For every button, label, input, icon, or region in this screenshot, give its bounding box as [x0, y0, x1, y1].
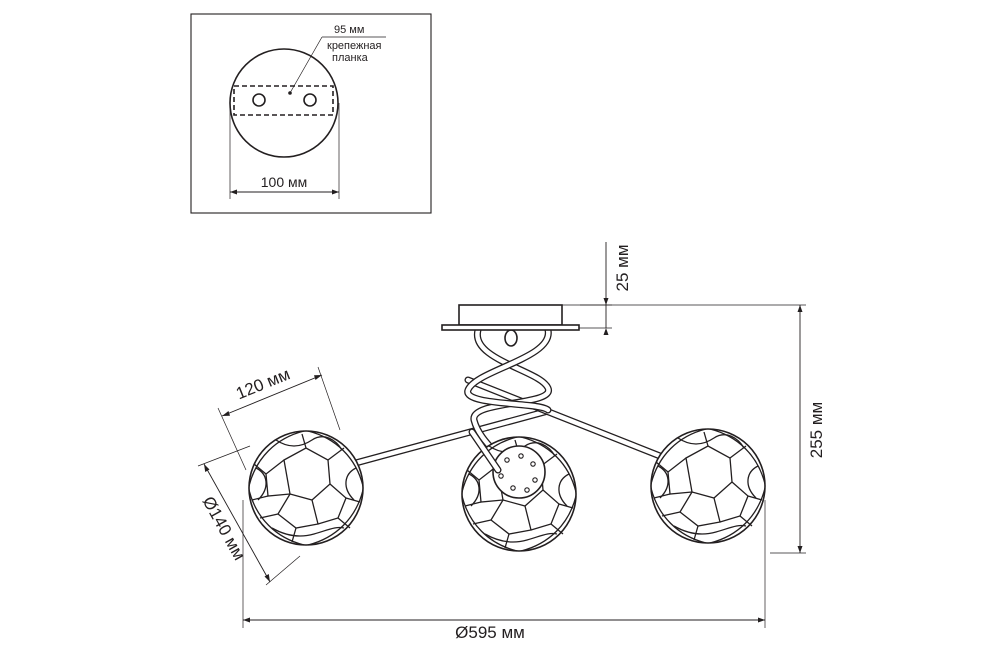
mounting-bar	[233, 85, 334, 116]
shade-center	[461, 436, 577, 552]
inset-frame	[190, 13, 432, 214]
fixture-side-view	[248, 304, 766, 552]
mounting-plate-inset: 95 мм крепежная планка 100 мм	[190, 13, 432, 214]
mounting-hole-right	[303, 93, 317, 107]
mounting-hole-left	[252, 93, 266, 107]
canopy-height-label: 25 мм	[613, 244, 632, 291]
total-height-dimension: 255 мм	[580, 304, 826, 554]
canopy-body	[458, 304, 563, 326]
overall-diameter-dimension: Ø595 мм	[242, 500, 766, 642]
shade-size-label: 120 мм	[233, 365, 292, 404]
canopy-height-dimension: 25 мм	[562, 242, 632, 335]
total-height-label: 255 мм	[807, 402, 826, 458]
callout-diameter-label: 95 мм	[334, 24, 364, 36]
shade-left	[248, 430, 364, 546]
callout-leader	[289, 36, 323, 94]
callout-plate-label-line2: планка	[332, 52, 369, 64]
shade-right	[650, 428, 766, 544]
ceiling-canopy-top-view	[229, 48, 339, 158]
shade-diameter-label: Ø140 мм	[199, 493, 249, 563]
callout-plate-label-line1: крепежная	[327, 40, 382, 52]
base-width-label: 100 мм	[261, 174, 308, 190]
overall-diameter-label: Ø595 мм	[455, 623, 525, 642]
center-nut	[504, 329, 518, 347]
canopy-flange	[441, 324, 580, 331]
